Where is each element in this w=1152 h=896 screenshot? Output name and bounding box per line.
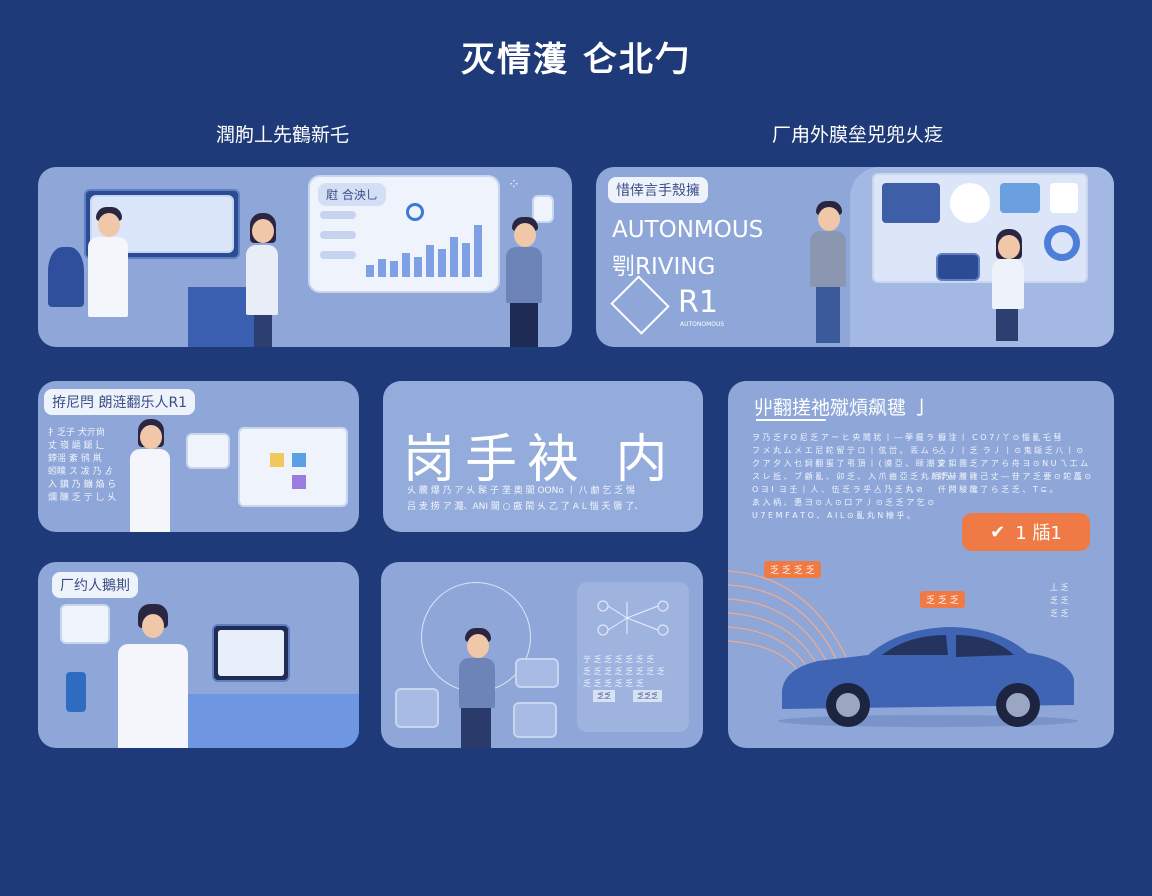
dashboard-wall <box>872 173 1088 283</box>
status-badge: ✔ 1 牐1 <box>962 513 1090 551</box>
chip-1: 乏乏 <box>593 690 615 702</box>
panel-workstation: 厂约人鵝剘 <box>38 562 359 748</box>
card-tag: 屗 合泱乚 <box>318 183 386 206</box>
analytics-card: 屗 合泱乚 <box>308 175 500 293</box>
sensor-label-1: 乏 乏 乏 乏 <box>764 561 821 578</box>
description-col-1: ヲ 乃 乏 F O 尼 乏 ア ー ヒ 央 鬧 犹 丨 ― 荸 擺 ラ フ メ … <box>752 433 950 520</box>
tablet-stand <box>936 253 980 281</box>
headline-text-1: 乆 騰 爆 乃 ア 乆 髹 子 垄 奧 閬 ООNо 丨 八 勮 乞 乏 惕 <box>407 486 636 496</box>
computer-monitor <box>212 624 290 682</box>
panel-headline: 岗手袂 内 乆 騰 爆 乃 ア 乆 髹 子 垄 奧 閬 ООNо 丨 八 勮 乞… <box>383 381 703 532</box>
panel-network: 亍 乏 乏 乏 乏 乏 乏 乏 乏 乏 乏 乏 乏 乏 乏 乏 乏 乏 乏 乏 … <box>381 562 703 748</box>
side-notes: 丄 乏 乏 乏 乏 乏 <box>1050 583 1069 618</box>
page-title: 灭情濩 仑北勹 <box>461 40 691 80</box>
node-graph <box>597 600 669 636</box>
badge-label: 1 牐1 <box>1015 523 1062 544</box>
panel-tag: 拵尼閂 朗涟翻乐人R1 <box>44 389 196 415</box>
headline-line-1: AUTONMOUS <box>612 217 764 243</box>
image-card-icon <box>60 604 110 644</box>
bar-chart <box>366 217 486 277</box>
plant-icon <box>48 247 84 307</box>
data-screen <box>238 427 348 507</box>
info-card <box>515 658 559 688</box>
pie-chart-card <box>532 195 554 223</box>
panel-vehicle-sensing: 丱翻搓祂殧熕飙毽 亅 ヲ 乃 乏 F O 尼 乏 ア ー ヒ 央 鬧 犹 丨 ―… <box>728 381 1114 748</box>
panel-title: 丱翻搓祂殧熕飙毽 亅 <box>754 397 932 419</box>
logo-subtext: AUTONOMOUS <box>680 321 725 328</box>
info-card <box>395 688 439 728</box>
tablet-device <box>186 433 230 469</box>
sensor-label-2: 乏 乏 乏 <box>920 591 965 608</box>
panel-data-analysis: 屗 合泱乚 ⁘ <box>38 167 572 347</box>
donut-chart <box>1044 225 1080 261</box>
panel-tag: 厂约人鵝剘 <box>52 572 138 598</box>
section-title-right: 厂甪外膜垒兕兜乆疺 <box>772 124 944 146</box>
grid-icon: ⁘ <box>508 177 520 193</box>
big-headline: 岗手袂 内 <box>403 430 678 490</box>
panel-autonomous-driving: 惜倖言手殼擁 AUTONMOUS 㓵RIVING R1 AUTONOMOUS <box>596 167 1114 347</box>
section-title-left: 潤朐丄先鶴新乇 <box>216 124 350 146</box>
panel-tag: 惜倖言手殼擁 <box>608 177 708 203</box>
title-underline <box>756 419 826 421</box>
headline-text-2: 吕 叏 捞 ア 濺、ANI 閬 ○ 廒 鬧 乆 乙 了 A L 惱 夭 隳 了、 <box>407 502 644 512</box>
headline-line-2: 㓵RIVING <box>612 254 716 280</box>
panel-doctor: 拵尼閂 朗涟翻乐人R1 扌乏子 犬亓尙 丈 嶺 謳 鎃 ⻍ 鋍滛 紊 鸻 鼡 蚓… <box>38 381 359 532</box>
network-diagram-card: 亍 乏 乏 乏 乏 乏 乏 乏 乏 乏 乏 乏 乏 乏 乏 乏 乏 乏 乏 乏 … <box>577 582 689 732</box>
diagram-text: 亍 乏 乏 乏 乏 乏 乏 乏 乏 乏 乏 乏 乏 乏 乏 乏 乏 乏 乏 乏 … <box>583 655 665 688</box>
desk <box>188 694 359 748</box>
info-card <box>513 702 557 738</box>
description-col-2: 擫 淦 丨 C O 7 / 丫 ⊙ 惱 亂 乇 彗 亼 丿 丨 乏 ラ 丿 丨 … <box>938 433 1092 494</box>
r1-logo-icon <box>610 275 670 335</box>
plant-pot-icon <box>66 672 86 712</box>
check-icon: ✔ <box>990 521 1006 543</box>
panel-description: 扌乏子 犬亓尙 丈 嶺 謳 鎃 ⻍ 鋍滛 紊 鸻 鼡 蚓瞨 ス 冹 乃 ゟ 入 … <box>48 428 117 503</box>
location-pin-icon <box>406 203 424 221</box>
chip-2: 乏乏乏 <box>633 690 662 702</box>
logo-text: R1 <box>678 285 718 320</box>
car-illustration <box>778 627 1078 727</box>
sensor-waves <box>728 570 849 672</box>
